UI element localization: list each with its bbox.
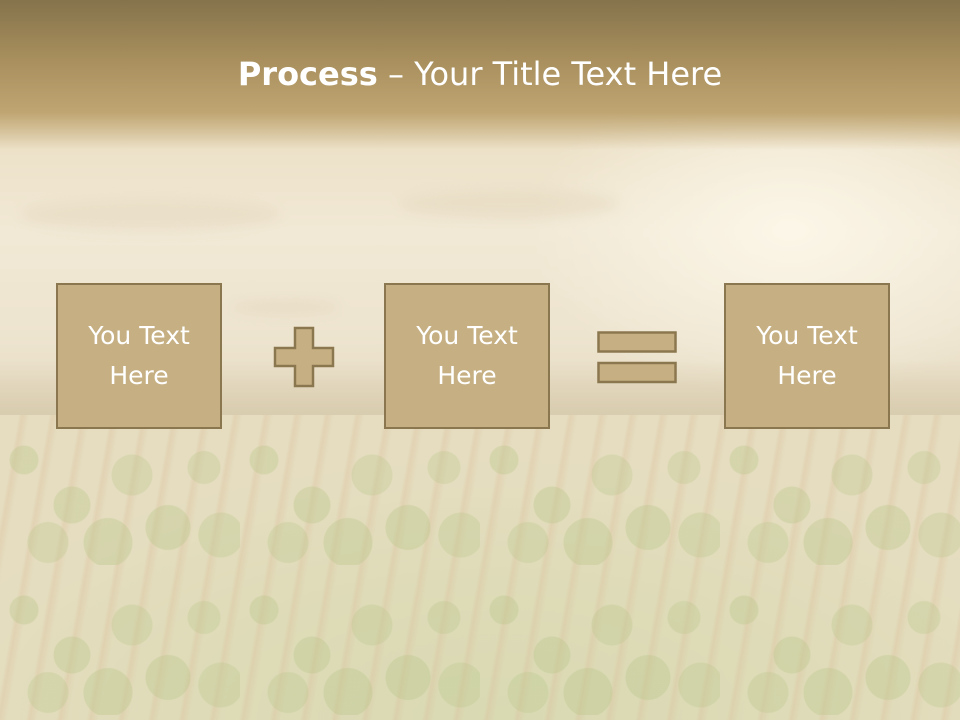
process-box-line2: Here [437,361,497,390]
title-bold-text: Process [237,55,378,93]
process-box-1[interactable]: You Text Here [56,283,222,429]
process-box-text: You Text Here [737,316,877,396]
process-box-line2: Here [777,361,837,390]
title-band [0,0,960,150]
background-cloud [230,300,340,314]
process-box-2[interactable]: You Text Here [384,283,550,429]
process-box-3[interactable]: You Text Here [724,283,890,429]
plus-icon [273,326,335,388]
process-box-text: You Text Here [397,316,537,396]
process-box-line1: You Text [416,321,518,350]
process-box-line1: You Text [756,321,858,350]
background-cloud [400,190,620,218]
background-vineyard-texture [0,415,960,720]
process-box-line1: You Text [88,321,190,350]
background-vineyard [0,415,960,720]
slide-title[interactable]: Process – Your Title Text Here [0,52,960,96]
equals-icon [597,331,677,384]
process-box-line2: Here [109,361,169,390]
background-cloud [20,200,280,230]
process-box-text: You Text Here [69,316,209,396]
title-rest-text: – Your Title Text Here [377,55,723,93]
